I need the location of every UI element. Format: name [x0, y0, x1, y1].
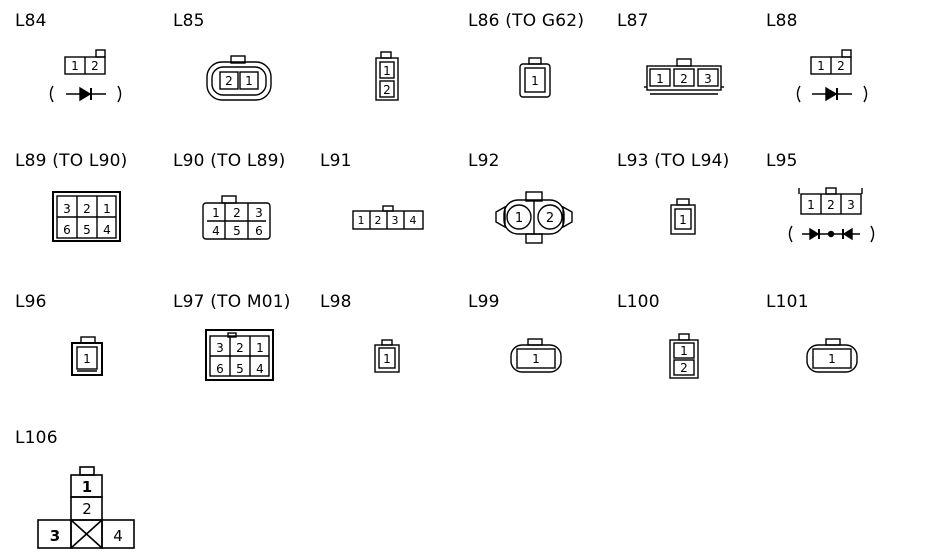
connector-label-l86: L86 (TO G62): [468, 11, 585, 31]
connector-l96: 1: [71, 336, 103, 376]
pin-l98-1: 1: [383, 352, 391, 366]
connector-l106: 1 2 3 4: [37, 466, 135, 549]
connector-l95: 1 2 3: [788, 187, 875, 243]
connector-l98: 1: [374, 339, 400, 373]
connector-label-l99: L99: [468, 292, 500, 312]
pin-l95-3: 3: [847, 198, 855, 212]
connector-label-l91: L91: [320, 151, 352, 171]
connector-label-l95: L95: [766, 151, 798, 171]
pin-l90-3: 3: [255, 206, 263, 220]
pin-l106-2: 2: [82, 500, 92, 518]
pin-l97-3: 3: [216, 341, 224, 355]
connector-label-l88: L88: [766, 11, 798, 31]
connector-l88: 1 2: [796, 49, 868, 103]
connector-l85: 2 1: [206, 55, 272, 101]
connector-label-l92: L92: [468, 151, 500, 171]
connector-label-l90: L90 (TO L89): [173, 151, 286, 171]
connector-l91: 1 2 3 4: [352, 205, 424, 230]
double-diode-icon: [788, 225, 875, 243]
pin-unlabeled-1: 1: [383, 64, 391, 78]
connector-l99: 1: [510, 338, 562, 373]
connector-label-l106: L106: [15, 428, 58, 448]
pin-l101-1: 1: [828, 352, 836, 366]
pin-l106-1: 1: [82, 478, 92, 496]
pin-l89-4: 4: [103, 223, 111, 237]
pin-l95-2: 2: [827, 198, 835, 212]
connector-label-l100: L100: [617, 292, 660, 312]
pin-l90-5: 5: [233, 224, 241, 238]
pin-l87-3: 3: [704, 72, 712, 86]
pin-l84-1: 1: [71, 59, 79, 73]
connector-label-l87: L87: [617, 11, 649, 31]
connector-l97: 3 2 1 6 5 4: [205, 329, 274, 381]
pin-l106-3: 3: [50, 527, 60, 545]
connector-l93: 1: [670, 198, 696, 235]
pin-l95-1: 1: [807, 198, 815, 212]
pin-l97-4: 4: [256, 362, 264, 376]
connector-l86: 1: [519, 57, 551, 98]
connector-label-l98: L98: [320, 292, 352, 312]
pin-l86-1: 1: [531, 74, 539, 88]
connector-l90: 1 2 3 4 5 6: [202, 195, 271, 240]
pin-l100-2: 2: [680, 361, 688, 375]
connector-l100: 1 2: [669, 333, 699, 379]
connector-label-l85: L85: [173, 11, 205, 31]
pin-l91-4: 4: [410, 214, 417, 227]
pin-l91-3: 3: [392, 214, 399, 227]
pin-l89-5: 5: [83, 223, 91, 237]
pin-unlabeled-2: 2: [383, 83, 391, 97]
connector-label-l101: L101: [766, 292, 809, 312]
pin-l97-1: 1: [256, 341, 264, 355]
pin-l92-2: 2: [546, 211, 554, 226]
connector-l92: 1 2: [495, 191, 573, 244]
pin-l89-6: 6: [63, 223, 71, 237]
connector-label-l89: L89 (TO L90): [15, 151, 128, 171]
pin-l89-1: 1: [103, 202, 111, 216]
pin-l97-5: 5: [236, 362, 244, 376]
pin-l90-6: 6: [255, 224, 263, 238]
pin-l84-2: 2: [91, 59, 99, 73]
connector-l87: 1 2 3: [644, 58, 724, 95]
connector-unlabeled: 1 2: [375, 51, 399, 101]
pin-l97-2: 2: [236, 341, 244, 355]
pin-l92-1: 1: [515, 211, 523, 226]
pin-l97-6: 6: [216, 362, 224, 376]
connector-label-l93: L93 (TO L94): [617, 151, 730, 171]
pin-l90-1: 1: [212, 206, 220, 220]
pin-l96-1: 1: [83, 352, 91, 366]
connector-l101: 1: [806, 338, 858, 373]
pin-l88-2: 2: [837, 59, 845, 73]
connector-l89: 3 2 1 6 5 4: [52, 191, 121, 242]
connector-label-l84: L84: [15, 11, 47, 31]
pin-l106-4: 4: [113, 527, 123, 545]
pin-l93-1: 1: [679, 213, 687, 227]
connector-label-l96: L96: [15, 292, 47, 312]
connector-label-l97: L97 (TO M01): [173, 292, 291, 312]
pin-l87-1: 1: [656, 72, 664, 86]
pin-l89-3: 3: [63, 202, 71, 216]
pin-l99-1: 1: [532, 352, 540, 366]
diode-icon: [796, 85, 868, 103]
pin-l88-1: 1: [817, 59, 825, 73]
pin-l89-2: 2: [83, 202, 91, 216]
pin-l100-1: 1: [680, 344, 688, 358]
connector-l84: 1 2: [49, 49, 122, 103]
pin-l90-4: 4: [212, 224, 220, 238]
pin-l91-1: 1: [358, 214, 365, 227]
pin-l91-2: 2: [375, 214, 382, 227]
pin-l90-2: 2: [233, 206, 241, 220]
diode-icon: [49, 85, 122, 103]
pin-l87-2: 2: [680, 72, 688, 86]
pin-l85-2: 2: [225, 74, 233, 88]
pin-l85-1: 1: [245, 74, 253, 88]
